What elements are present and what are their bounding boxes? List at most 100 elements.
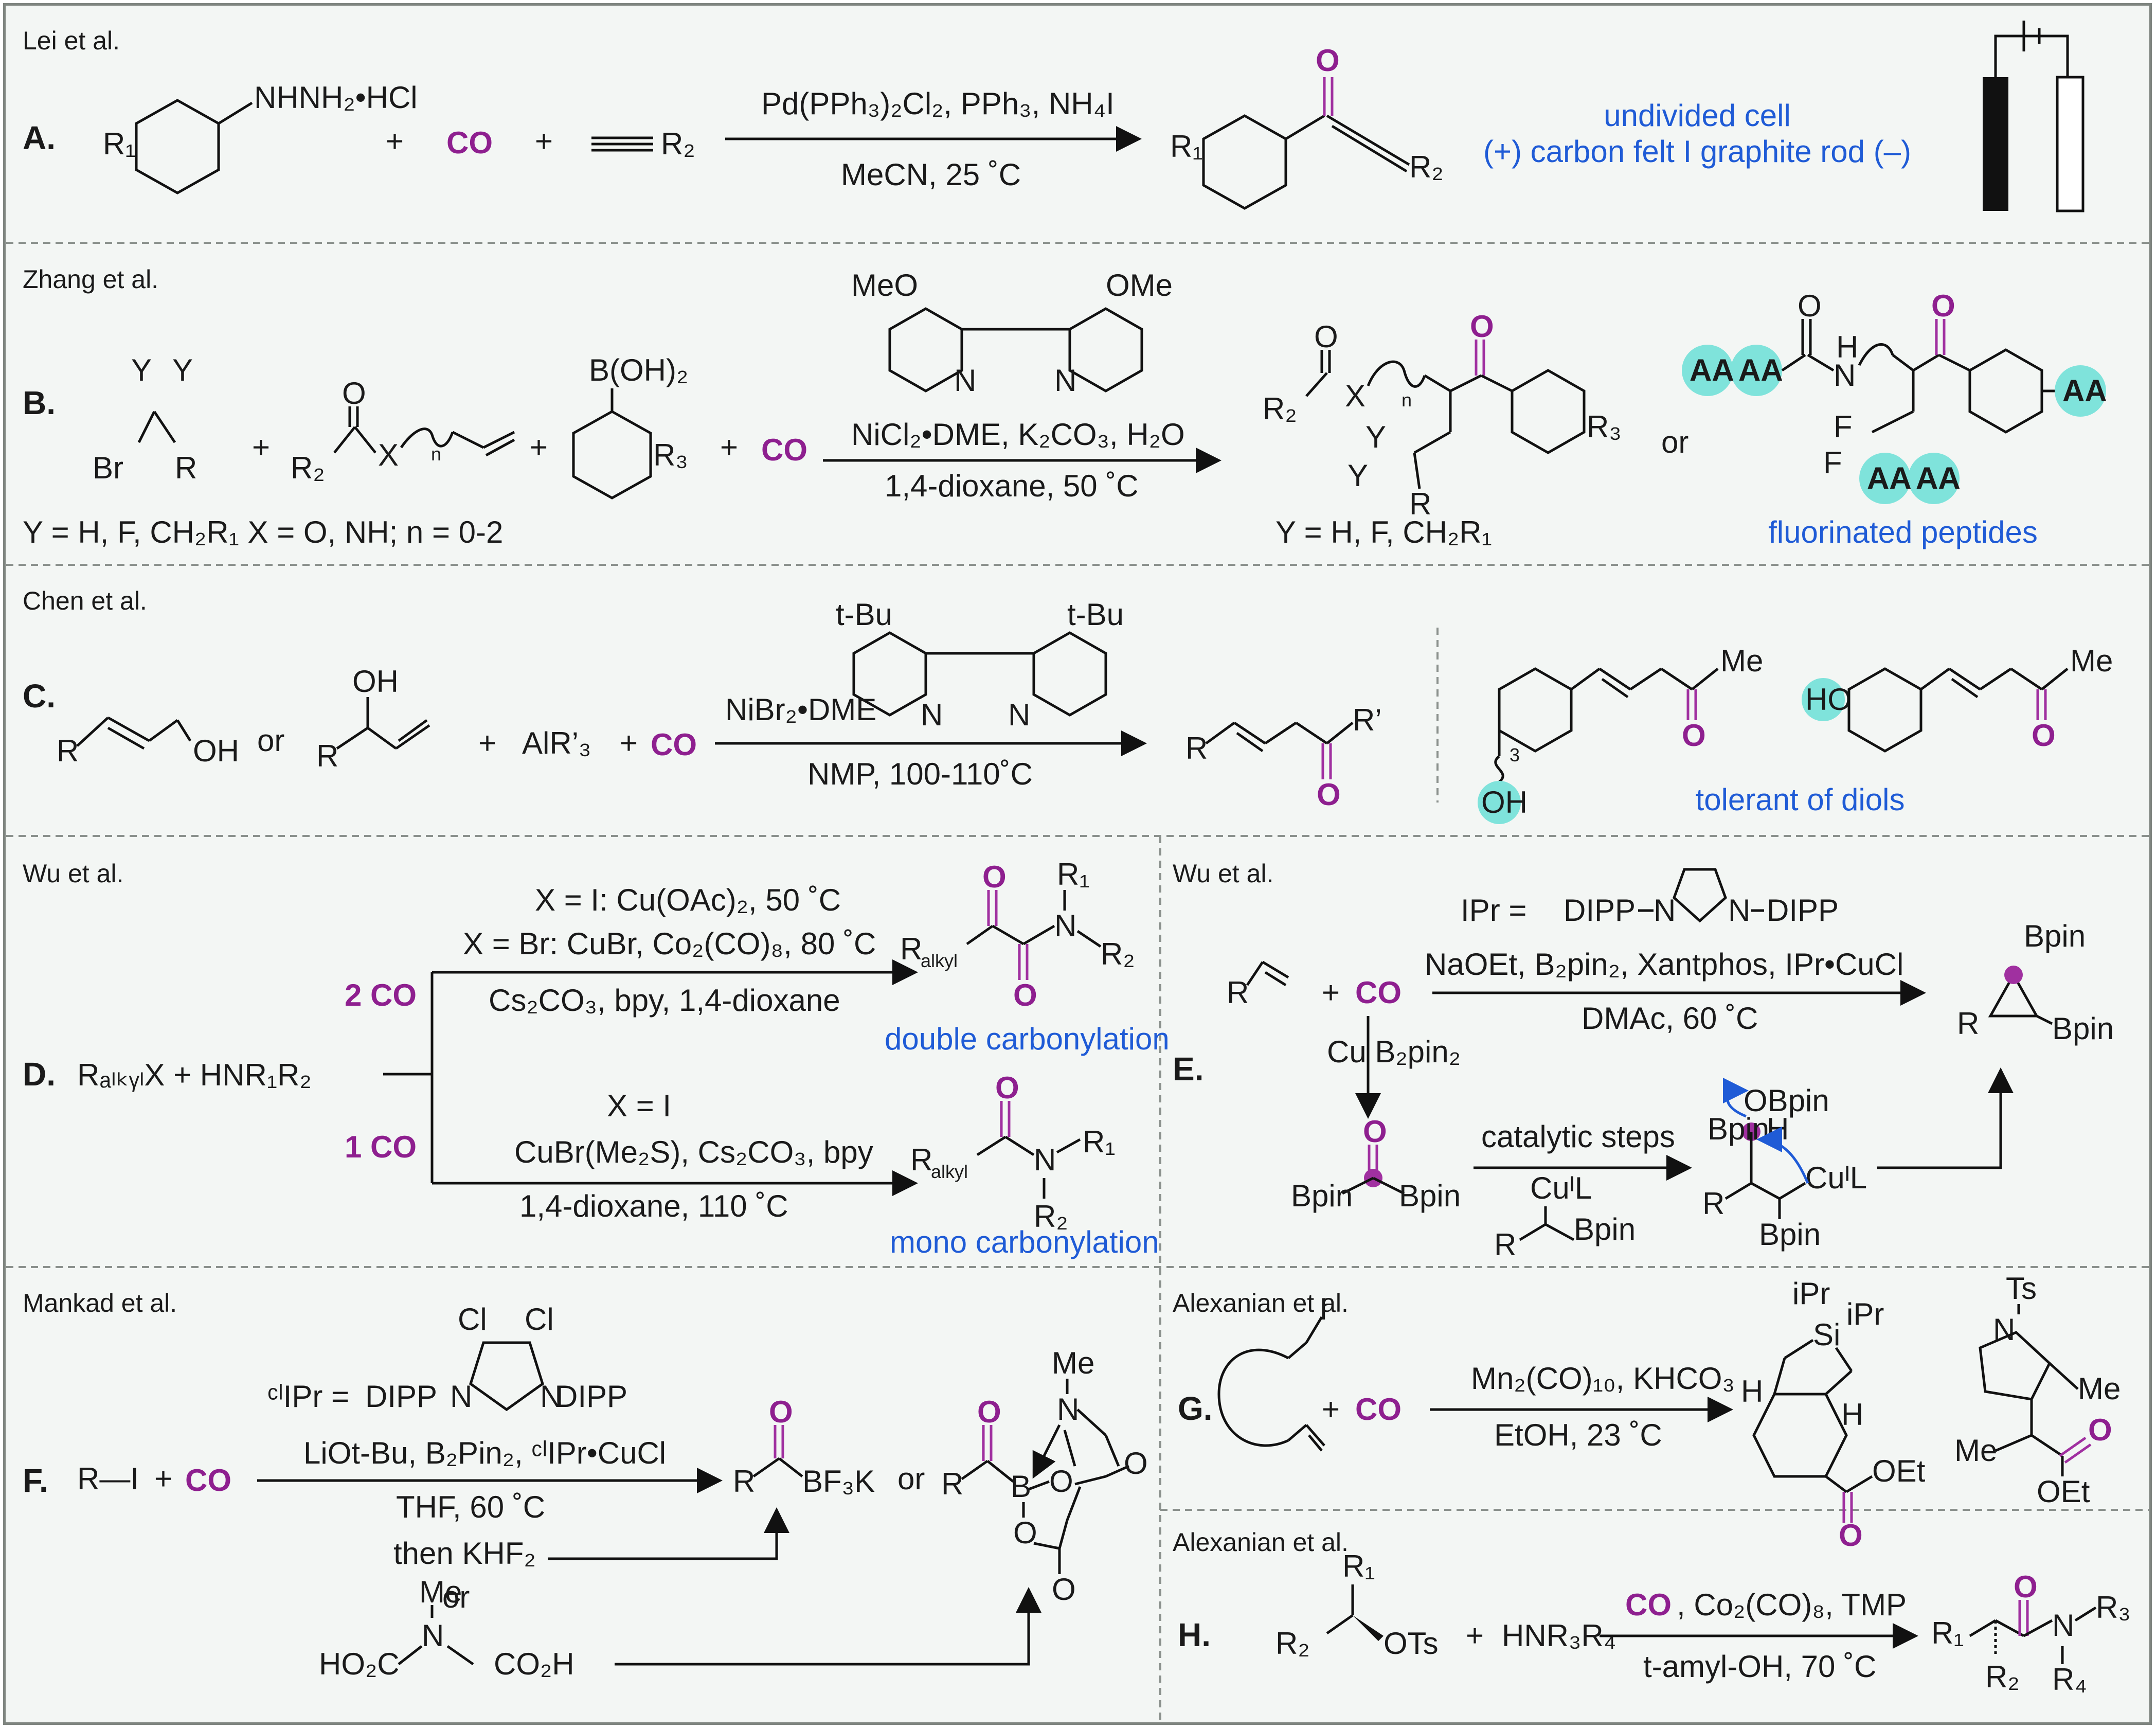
svg-text:t-Bu: t-Bu — [836, 597, 892, 632]
svg-text:N: N — [2052, 1608, 2074, 1643]
svg-text:F.: F. — [23, 1462, 48, 1499]
svg-text:O: O — [1839, 1518, 1863, 1553]
svg-text:Bpin: Bpin — [1708, 1112, 1769, 1146]
svg-text:H.: H. — [1178, 1616, 1211, 1653]
svg-text:R₁: R₁ — [1170, 129, 1203, 164]
svg-text:N: N — [540, 1379, 562, 1414]
svg-text:Mn₂(CO)₁₀, KHCO₃: Mn₂(CO)₁₀, KHCO₃ — [1471, 1361, 1735, 1396]
svg-text:+: + — [1322, 975, 1340, 1010]
cell-note-2: (+) carbon felt I graphite rod (–) — [1483, 134, 1911, 169]
svg-text:Me: Me — [2078, 1371, 2121, 1406]
svg-text:Y: Y — [131, 353, 152, 387]
svg-text:R—I: R—I — [77, 1461, 139, 1496]
svg-text:N: N — [1834, 358, 1856, 393]
svg-text:+: + — [530, 430, 548, 465]
svg-text:1,4-dioxane, 50 ˚C: 1,4-dioxane, 50 ˚C — [885, 469, 1139, 503]
svg-text:OBpin: OBpin — [1744, 1083, 1829, 1118]
svg-text:N: N — [1008, 698, 1030, 732]
svg-text:Bpin: Bpin — [2052, 1011, 2114, 1046]
svg-text:Bpin: Bpin — [2024, 919, 2086, 953]
svg-text:R₂: R₂ — [1275, 1626, 1310, 1661]
svg-text:O: O — [1314, 319, 1338, 354]
svg-text:O: O — [1013, 978, 1037, 1012]
svg-text:R₁: R₁ — [1342, 1549, 1375, 1583]
mono-note: mono carbonylation — [890, 1225, 1159, 1259]
svg-text:R’: R’ — [1353, 703, 1382, 737]
svg-text:DIPP: DIPP — [1767, 893, 1839, 928]
svg-text:R: R — [1409, 487, 1431, 521]
svg-text:O: O — [2088, 1413, 2112, 1447]
svg-text:X = I: Cu(OAc)₂, 50 ˚C: X = I: Cu(OAc)₂, 50 ˚C — [535, 883, 841, 917]
peptides-note: fluorinated peptides — [1768, 515, 2038, 549]
svg-text:AA: AA — [1867, 461, 1912, 495]
svg-text:O: O — [1049, 1464, 1073, 1499]
svg-text:R: R — [900, 932, 922, 966]
co-reagent: CO — [446, 126, 493, 160]
svg-text:Y: Y — [172, 353, 193, 387]
svg-text:or: or — [1661, 425, 1688, 459]
svg-text:Br: Br — [93, 451, 123, 485]
svg-text:OH: OH — [1481, 785, 1528, 819]
svg-text:NiBr₂•DME: NiBr₂•DME — [725, 692, 876, 727]
svg-text:R₂: R₂ — [1263, 391, 1297, 426]
svg-text:Wu et al.: Wu et al. — [23, 859, 123, 888]
svg-text:R: R — [175, 451, 197, 485]
svg-text:CO: CO — [1355, 1392, 1402, 1427]
svg-text:IPr =: IPr = — [1461, 893, 1526, 928]
svg-text:Cl: Cl — [458, 1302, 487, 1336]
section-e: Wu et al. E. IPr = DIPP N N DIPP R + CO … — [1173, 859, 2114, 1262]
svg-text:Bpin: Bpin — [1759, 1217, 1821, 1252]
svg-text:Me: Me — [419, 1575, 462, 1609]
svg-text:+: + — [620, 726, 638, 760]
svg-text:O: O — [1124, 1446, 1148, 1481]
svg-text:Alexanian et al.: Alexanian et al. — [1173, 1528, 1349, 1557]
section-g: Alexanian et al. G. I + CO Mn₂(CO)₁₀, KH… — [1173, 1271, 2121, 1553]
svg-text:B: B — [1011, 1469, 1031, 1504]
svg-text:N: N — [954, 363, 976, 398]
svg-text:AA: AA — [1916, 461, 1961, 495]
svg-text:O: O — [342, 376, 366, 411]
svg-text:alkyl: alkyl — [921, 950, 958, 971]
diols-note: tolerant of diols — [1696, 782, 1905, 817]
svg-text:OMe: OMe — [1106, 268, 1173, 302]
svg-text:R: R — [1494, 1227, 1516, 1262]
svg-text:O: O — [2032, 718, 2056, 753]
svg-text:n: n — [431, 443, 441, 465]
svg-text:R₁: R₁ — [103, 127, 136, 161]
svg-text:iPr: iPr — [1792, 1276, 1830, 1311]
svg-text:O: O — [2014, 1570, 2038, 1604]
svg-text:N: N — [422, 1618, 444, 1653]
svg-text:R: R — [1185, 731, 1208, 765]
svg-text:+: + — [154, 1461, 172, 1496]
svg-text:B(OH)₂: B(OH)₂ — [589, 353, 688, 387]
svg-text:O: O — [1363, 1114, 1387, 1149]
svg-text:R₂: R₂ — [1409, 150, 1444, 184]
svg-text:Y: Y — [1366, 420, 1386, 454]
hydrazine-group: NHNH₂•HCl — [254, 80, 418, 115]
svg-text:X: X — [1345, 379, 1366, 413]
svg-text:OH: OH — [193, 734, 239, 768]
svg-text:R₂: R₂ — [661, 127, 695, 161]
svg-text:ᶜˡIPr =: ᶜˡIPr = — [267, 1379, 349, 1414]
svg-text:R: R — [1702, 1186, 1724, 1221]
svg-text:+: + — [720, 430, 738, 465]
svg-text:NaOEt, B₂pin₂, Xantphos, IPr•C: NaOEt, B₂pin₂, Xantphos, IPr•CuCl — [1425, 947, 1903, 982]
svg-text:CO: CO — [761, 433, 807, 467]
svg-text:Cs₂CO₃, bpy, 1,4-dioxane: Cs₂CO₃, bpy, 1,4-dioxane — [489, 983, 840, 1018]
svg-text:alkyl: alkyl — [931, 1161, 968, 1182]
svg-text:R₃: R₃ — [2096, 1590, 2131, 1625]
svg-text:O: O — [982, 860, 1007, 894]
svg-text:Me: Me — [2070, 644, 2113, 678]
svg-text:X: X — [378, 438, 399, 472]
svg-text:B.: B. — [23, 384, 56, 421]
svg-text:Zhang et al.: Zhang et al. — [23, 265, 158, 294]
svg-text:THF, 60 ˚C: THF, 60 ˚C — [396, 1490, 545, 1524]
svg-text:iPr: iPr — [1846, 1297, 1884, 1331]
svg-text:R₁: R₁ — [1931, 1616, 1964, 1650]
svg-text:catalytic steps: catalytic steps — [1481, 1119, 1675, 1154]
svg-text:OH: OH — [352, 664, 399, 699]
svg-text:OEt: OEt — [1872, 1454, 1926, 1488]
svg-text:Ts: Ts — [2006, 1271, 2037, 1306]
svg-text:Mankad et al.: Mankad et al. — [23, 1289, 177, 1317]
svg-text:or: or — [897, 1461, 925, 1496]
